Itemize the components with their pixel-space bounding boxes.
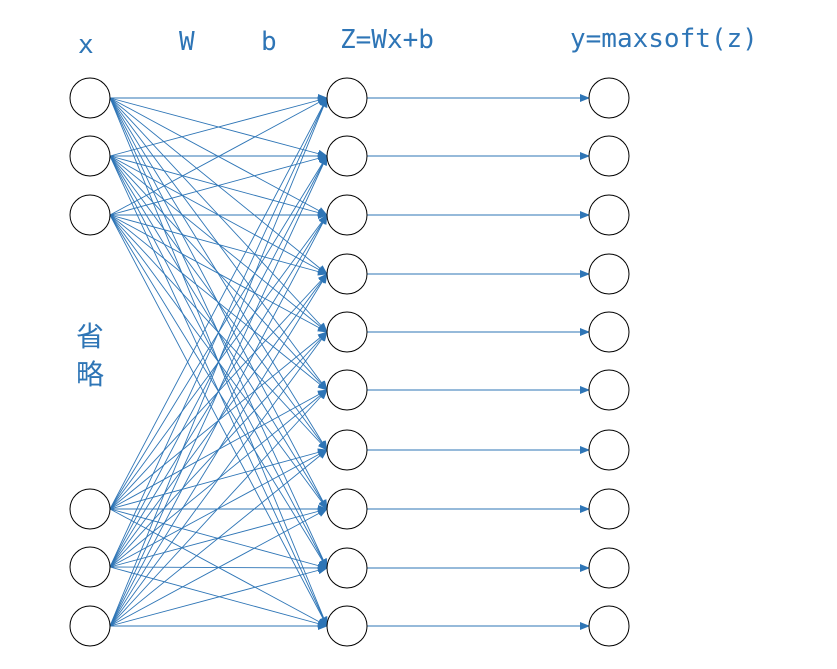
- weight-label: W: [179, 27, 195, 57]
- linear-node: [326, 77, 368, 119]
- weight-edge: [109, 155, 328, 333]
- output-node: [588, 488, 630, 530]
- output-node: [588, 429, 630, 471]
- weight-edge: [109, 449, 328, 627]
- output-node: [588, 77, 630, 119]
- weight-edge: [109, 97, 328, 510]
- omitted-label: 省 略: [76, 318, 104, 394]
- output-node: [588, 605, 630, 647]
- weight-edge: [109, 566, 328, 627]
- bias-label: b: [261, 27, 277, 57]
- output-node: [588, 253, 630, 295]
- weight-edge: [109, 97, 328, 568]
- input-node: [69, 194, 111, 236]
- weight-edge: [109, 97, 328, 275]
- linear-node: [326, 253, 368, 295]
- linear-node: [326, 135, 368, 177]
- input-label: x: [78, 30, 94, 60]
- linear-node: [326, 605, 368, 647]
- connection-layer: [109, 94, 590, 630]
- omitted-char-2: 略: [76, 357, 105, 391]
- weight-edge: [109, 389, 328, 627]
- weight-edge: [109, 214, 328, 627]
- input-node: [69, 77, 111, 119]
- weight-edge: [109, 508, 328, 627]
- input-node: [69, 135, 111, 177]
- linear-node: [326, 194, 368, 236]
- omitted-char-1: 省: [76, 320, 105, 353]
- weight-edge: [109, 97, 328, 627]
- output-node: [588, 135, 630, 177]
- weight-edge: [109, 155, 328, 627]
- weight-edge: [109, 97, 328, 216]
- linear-node: [326, 311, 368, 353]
- softmax-output-label: y=maxsoft(z): [570, 24, 758, 54]
- linear-node: [326, 429, 368, 471]
- node-layer: [69, 77, 630, 647]
- output-node: [588, 369, 630, 411]
- weight-edge: [109, 273, 328, 627]
- input-node: [69, 488, 111, 530]
- linear-output-label: Z=Wx+b: [340, 25, 434, 55]
- linear-node: [326, 488, 368, 530]
- input-node: [69, 605, 111, 647]
- linear-node: [326, 369, 368, 411]
- weight-edge: [109, 214, 328, 333]
- output-node: [588, 311, 630, 353]
- output-node: [588, 194, 630, 236]
- input-node: [69, 546, 111, 588]
- weight-edge: [109, 96, 328, 157]
- weight-edge: [109, 331, 328, 627]
- weight-edge: [109, 214, 328, 276]
- output-node: [588, 547, 630, 589]
- weight-edge: [109, 214, 328, 391]
- linear-node: [326, 547, 368, 589]
